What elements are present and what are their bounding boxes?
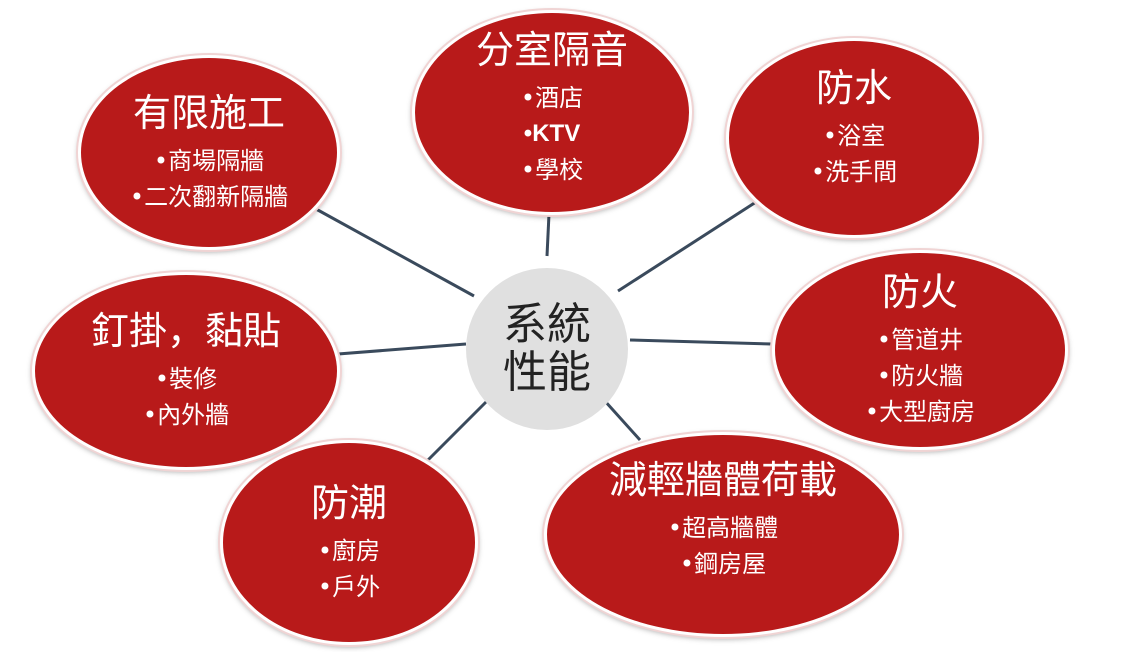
node-moisture-proof: 防潮 廚房 戶外 [220,440,478,645]
node-waterproof: 防水 浴室 洗手間 [726,38,982,238]
node-item: 戶外 [318,569,380,605]
node-item: 超高牆體 [668,510,778,546]
node-title: 減輕牆體荷載 [608,457,837,502]
node-item: 商場隔牆 [130,143,288,179]
node-title: 有限施工 [132,90,285,135]
connector-soundproofing [545,213,551,257]
node-item: 浴室 [811,118,897,154]
connector-limited-construction [315,207,475,298]
connector-waterproof [617,200,757,293]
node-title: 防火 [881,270,958,314]
node-item-list: 廚房 戶外 [318,533,380,605]
node-item: KTV [521,116,583,152]
node-fireproof: 防火 管道井 防火牆 大型廚房 [772,250,1068,450]
node-nailing-gluing: 釘掛，黏貼 裝修 內外牆 [32,272,340,470]
node-item: 裝修 [143,361,229,397]
node-item: 鋼房屋 [668,546,778,582]
node-item-list: 超高牆體 鋼房屋 [668,510,778,582]
node-item-list: 商場隔牆 二次翻新隔牆 [130,143,288,215]
connector-load-reduction [602,398,642,442]
node-item: 防火牆 [865,358,975,394]
center-node: 系統性能 [466,268,628,430]
node-title: 分室隔音 [475,27,628,72]
center-label: 系統性能 [503,299,591,398]
node-item: 二次翻新隔牆 [130,179,288,215]
node-limited-construction: 有限施工 商場隔牆 二次翻新隔牆 [78,55,340,250]
node-soundproofing: 分室隔音 酒店 KTV 學校 [412,10,692,215]
node-title: 釘掛，黏貼 [90,309,281,353]
node-item: 內外牆 [143,397,229,433]
node-item-list: 管道井 防火牆 大型廚房 [865,322,975,430]
node-load-reduction: 減輕牆體荷載 超高牆體 鋼房屋 [544,432,902,637]
node-item: 學校 [521,152,583,188]
node-item-list: 浴室 洗手間 [811,118,897,190]
node-item: 洗手間 [811,154,897,190]
node-item: 管道井 [865,322,975,358]
connector-moisture-proof [426,396,492,462]
connector-fireproof [629,338,773,346]
node-item-list: 酒店 KTV 學校 [521,80,583,188]
connector-nailing-gluing [337,342,467,356]
node-item-list: 裝修 內外牆 [143,361,229,433]
node-item: 大型廚房 [865,394,975,430]
node-item: 廚房 [318,533,380,569]
node-title: 防水 [815,66,892,110]
node-title: 防潮 [310,480,387,525]
node-item: 酒店 [521,80,583,116]
